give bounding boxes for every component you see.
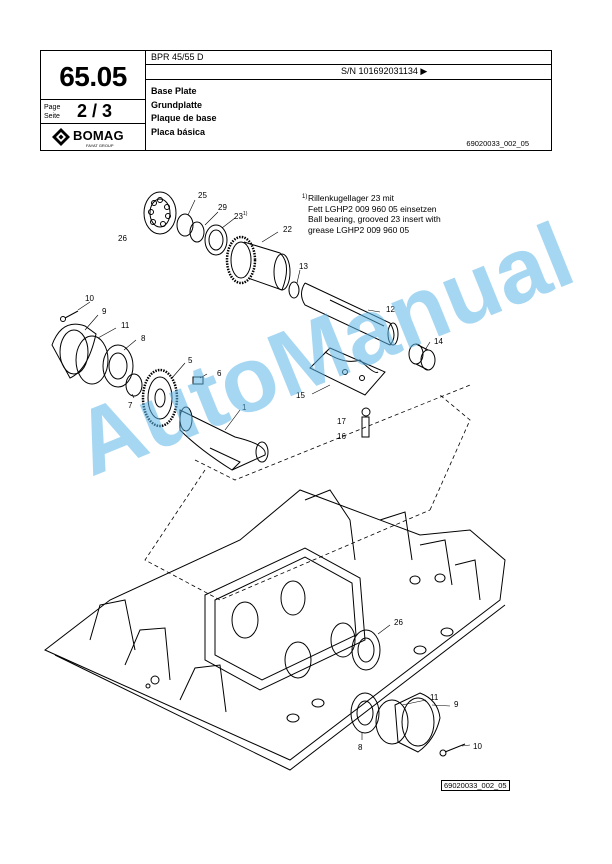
callout-26-plate: 26 — [394, 618, 403, 627]
title-es: Placa básica — [151, 126, 206, 137]
page-label: Page Seite — [44, 104, 61, 120]
page-number: 65.05 — [59, 61, 127, 92]
title-en: Base Plate — [151, 86, 197, 96]
title-fr: Plaque de base — [151, 113, 217, 123]
document-reference: 69020033_002_05 — [466, 139, 529, 148]
ring-7 — [125, 373, 143, 397]
screw-16-17 — [361, 407, 371, 438]
divider — [145, 51, 146, 150]
screw-10-left — [60, 310, 79, 322]
page-fraction: 2 / 3 — [77, 101, 113, 121]
bearing-23 — [204, 224, 228, 256]
shaft-12 — [301, 282, 399, 346]
callout-8-plate: 8 — [358, 743, 363, 752]
callout-10-plate: 10 — [473, 742, 482, 751]
callout-9: 9 — [102, 307, 107, 316]
footnote-mark: 1) — [302, 194, 308, 200]
callout-14: 14 — [434, 337, 443, 346]
cover-9-right — [394, 692, 441, 753]
oring-11-right — [375, 699, 409, 745]
callout-7: 7 — [128, 401, 133, 410]
callout-1: 1 — [242, 403, 247, 412]
callout-8: 8 — [141, 334, 146, 343]
cover-9-left — [51, 323, 97, 379]
callout-11-plate: 11 — [430, 693, 439, 702]
bearing-8-left — [102, 344, 134, 388]
callout-13: 13 — [299, 262, 308, 271]
screw-10-right — [439, 743, 466, 757]
gear-5 — [141, 368, 179, 428]
shaft-1 — [179, 406, 269, 471]
callout-29: 29 — [218, 203, 227, 212]
gear-22 — [225, 235, 291, 291]
circlip-29 — [189, 221, 205, 243]
callout-23-mark: 1) — [243, 211, 248, 217]
oring-11-left — [75, 335, 109, 385]
ring-13 — [288, 281, 300, 299]
divider — [145, 79, 551, 80]
footnote-line: Rillenkugellager 23 mit — [308, 193, 394, 203]
figure-reference: 69020033_002_05 — [441, 780, 510, 791]
ring-25 — [176, 213, 194, 237]
title-block: BPR 45/55 D S/N 101692031134 ▶ 65.05 Pag… — [40, 50, 552, 151]
callout-23: 23 — [234, 212, 243, 221]
assembly-guide-lines — [144, 384, 471, 601]
divider — [41, 99, 145, 100]
bearing-26-installed — [351, 629, 381, 671]
callout-17: 17 — [337, 417, 346, 426]
serial-number: S/N 101692031134 ▶ — [341, 66, 428, 76]
key-6 — [192, 376, 204, 385]
page-titles: Base Plate Grundplatte Plaque de base Pl… — [151, 85, 217, 139]
footnote-line: Ball bearing, grooved 23 insert with — [308, 214, 441, 224]
callout-25: 25 — [198, 191, 207, 200]
callout-6: 6 — [217, 369, 222, 378]
divider — [41, 123, 145, 124]
bomag-logo: BOMAG FAYAT GROUP — [51, 127, 141, 149]
bush-14 — [408, 343, 436, 371]
callout-22: 22 — [283, 225, 292, 234]
base-plate — [44, 489, 506, 771]
callout-5: 5 — [188, 356, 193, 365]
divider — [145, 64, 551, 65]
bomag-diamond-icon — [52, 128, 70, 146]
logo-subtitle: FAYAT GROUP — [86, 143, 114, 148]
bracket-15 — [309, 347, 386, 396]
footnote-line: Fett LGHP2 009 960 05 einsetzen — [308, 203, 437, 214]
footnote: 1) Rillenkugellager 23 mit Fett LGHP2 00… — [302, 193, 441, 235]
exploded-parts-drawing: 25 26 29 23 1) 22 13 12 14 15 17 16 10 9… — [44, 191, 506, 771]
callout-15: 15 — [296, 391, 305, 400]
callout-16: 16 — [337, 432, 346, 441]
leader-lines — [77, 199, 471, 747]
callout-12: 12 — [386, 305, 395, 314]
callout-11: 11 — [121, 321, 130, 330]
model-name: BPR 45/55 D — [151, 52, 204, 62]
bearing-8-right — [350, 692, 380, 734]
callout-10: 10 — [85, 294, 94, 303]
callout-26: 26 — [118, 234, 127, 243]
title-de: Grundplatte — [151, 99, 202, 110]
bearing-26 — [143, 191, 177, 235]
footnote-line: grease LGHP2 009 960 05 — [308, 224, 410, 235]
callout-9-plate: 9 — [454, 700, 459, 709]
logo-wordmark: BOMAG — [73, 128, 124, 143]
